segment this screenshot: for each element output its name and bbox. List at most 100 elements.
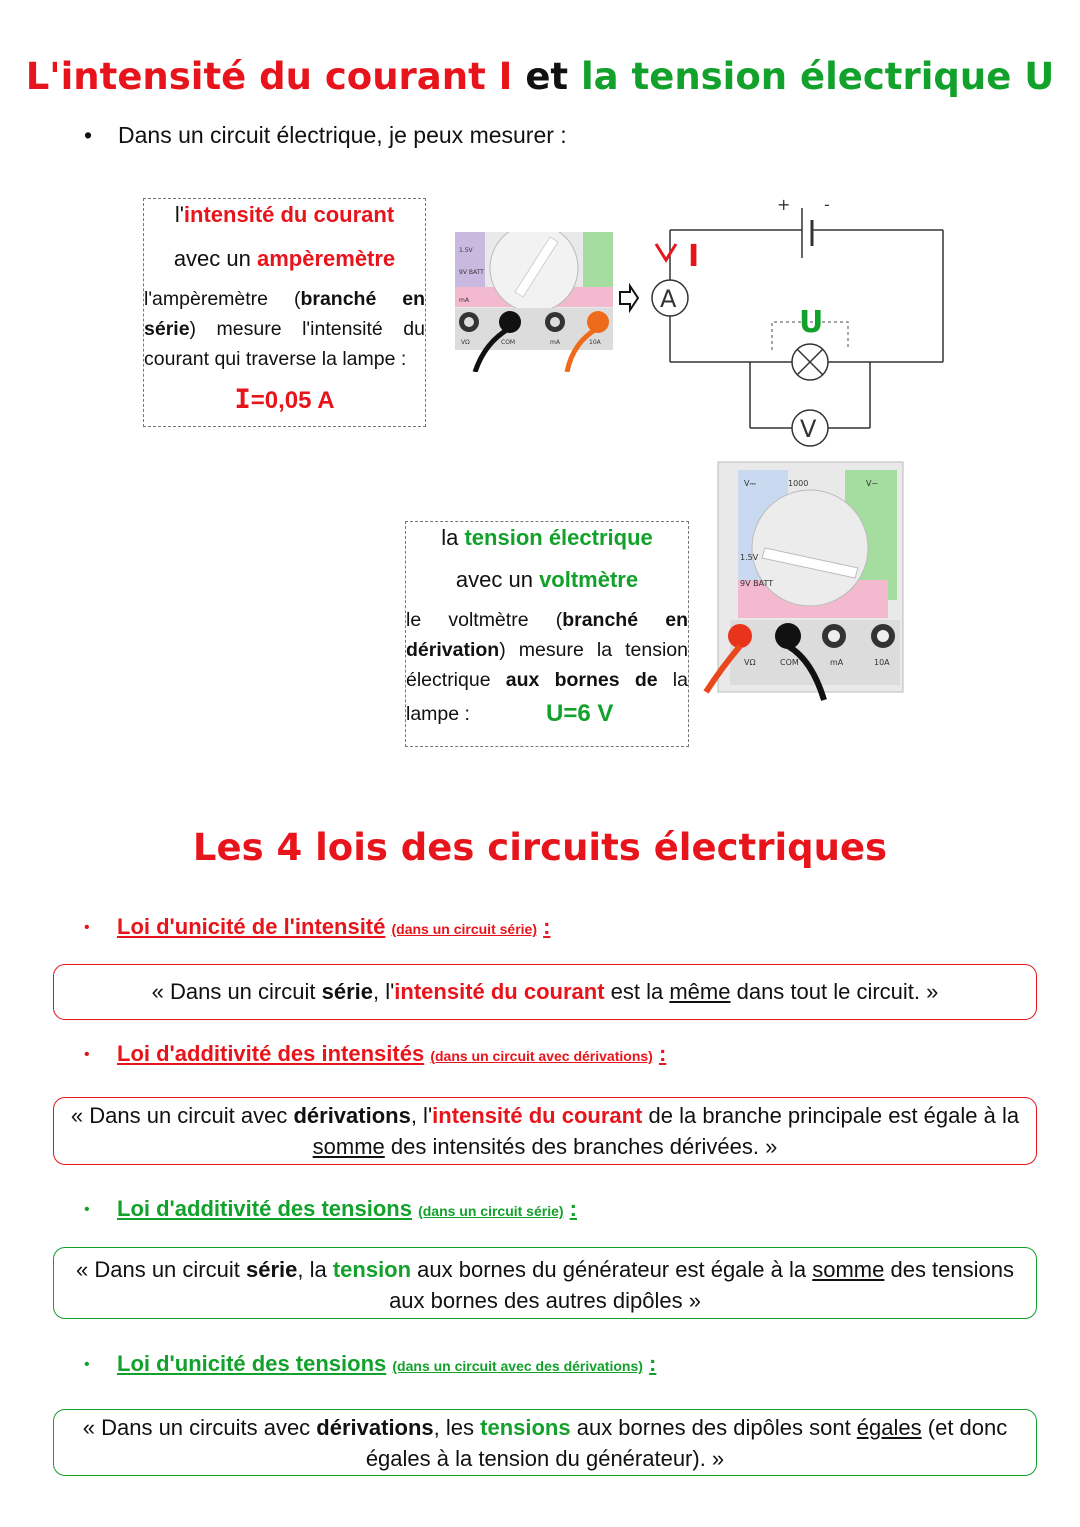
l3-d: tension bbox=[332, 1257, 412, 1282]
bullet: • bbox=[84, 122, 93, 148]
volt-p1: le voltmètre ( bbox=[406, 609, 563, 631]
bullet: • bbox=[84, 1046, 90, 1064]
law-2-note: (dans un circuit avec dérivations) bbox=[430, 1048, 653, 1064]
l3-f: somme bbox=[812, 1257, 885, 1282]
ammeter-symbol: A bbox=[660, 285, 677, 313]
l3-e: aux bornes du générateur est égale à la bbox=[411, 1257, 813, 1282]
l1-a: « Dans un circuit bbox=[151, 979, 322, 1004]
l3-b: série bbox=[245, 1257, 298, 1282]
meter1-label-c: mA bbox=[459, 297, 470, 304]
law-2-statement: « Dans un circuit avec dérivations, l'in… bbox=[53, 1097, 1037, 1165]
l2-f: somme bbox=[312, 1134, 385, 1159]
bullet: • bbox=[84, 1356, 90, 1374]
l4-g: (et donc égales à la tension du générate… bbox=[365, 1415, 1008, 1471]
amp-line2-b: ampèremètre bbox=[256, 246, 396, 271]
meter2-label-15v: 1.5V bbox=[740, 553, 759, 562]
battery-minus: - bbox=[824, 195, 830, 214]
l3-c: , la bbox=[297, 1257, 333, 1282]
law-1-heading: • Loi d'unicité de l'intensité (dans un c… bbox=[84, 914, 550, 940]
intro-line: •Dans un circuit électrique, je peux mes… bbox=[84, 122, 567, 149]
amp-desc-3: courant qui traverse la lampe : bbox=[144, 348, 407, 370]
l2-b: dérivations bbox=[293, 1103, 411, 1128]
law-3-heading: •Loi d'additivité des tensions (dans un … bbox=[84, 1196, 577, 1222]
amp-desc-1: l'ampèremètre (branché en bbox=[144, 284, 425, 314]
title-part-voltage: la tension électrique U bbox=[581, 55, 1055, 98]
law-2-heading: •Loi d'additivité des intensités (dans u… bbox=[84, 1041, 666, 1067]
meter1-label-g: 10A bbox=[589, 339, 602, 346]
ammeter-multimeter-image: 1.5V 9V BATT mA VΩ COM mA 10A bbox=[455, 232, 613, 372]
meter2-label-com: COM bbox=[780, 658, 799, 667]
law-2-colon: : bbox=[658, 1041, 667, 1066]
amp-line2-a: avec un bbox=[173, 246, 257, 271]
meter2-label-vdc: V⎓ bbox=[744, 479, 756, 488]
amp-value: I=0,05 A bbox=[144, 384, 425, 415]
meter1-label-a: 1.5V bbox=[459, 247, 474, 254]
amp-line1: l'intensité du courant bbox=[144, 202, 425, 228]
l4-c: , les bbox=[433, 1415, 481, 1440]
volt-p3-b: aux bornes de bbox=[505, 669, 658, 691]
l2-a: « Dans un circuit avec bbox=[70, 1103, 294, 1128]
l4-a: « Dans un circuits avec bbox=[82, 1415, 317, 1440]
law-1-title: Loi d'unicité de l'intensité bbox=[117, 914, 386, 939]
meter1-label-f: mA bbox=[550, 339, 561, 346]
l4-d: tensions bbox=[480, 1415, 571, 1440]
l2-d: intensité du courant bbox=[432, 1103, 643, 1128]
amp-value-text: =0,05 A bbox=[250, 387, 335, 414]
law-4-note: (dans un circuit avec des dérivations) bbox=[392, 1358, 643, 1374]
volt-line2: avec un voltmètre bbox=[406, 567, 688, 593]
amp-value-symbol: I bbox=[234, 384, 251, 415]
l1-b: série bbox=[321, 979, 373, 1004]
l3-g: des tensions aux bornes des autres dipôl… bbox=[389, 1257, 1014, 1313]
l1-c: , l' bbox=[372, 979, 395, 1004]
amp-line1-a: l' bbox=[174, 202, 184, 227]
l4-f: égales bbox=[856, 1415, 922, 1440]
law-3-colon: : bbox=[569, 1196, 577, 1221]
law-4-heading: • Loi d'unicité des tensions (dans un cir… bbox=[84, 1351, 656, 1377]
law-1-statement: « Dans un circuit série, l'intensité du … bbox=[53, 964, 1037, 1020]
l3-a: « Dans un circuit bbox=[76, 1257, 246, 1282]
l4-b: dérivations bbox=[316, 1415, 434, 1440]
l1-d: intensité du courant bbox=[394, 979, 605, 1004]
l2-e: de la branche principale est égale à la bbox=[642, 1103, 1020, 1128]
law-1-note: (dans un circuit série) bbox=[391, 921, 537, 937]
volt-value-line: lampe : U=6 V bbox=[406, 695, 688, 733]
meter1-label-d: VΩ bbox=[461, 339, 470, 346]
law-3-title: Loi d'additivité des tensions bbox=[117, 1196, 412, 1221]
volt-p2: ) mesure la tension bbox=[499, 639, 688, 661]
title-part-and: et bbox=[525, 55, 569, 98]
volt-line1: la tension électrique bbox=[406, 525, 688, 551]
volt-desc-2: dérivation) mesure la tension bbox=[406, 635, 688, 665]
law-4-statement: « Dans un circuits avec dérivations, les… bbox=[53, 1409, 1037, 1476]
meter1-label-e: COM bbox=[501, 339, 515, 346]
laws-title: Les 4 lois des circuits électriques bbox=[192, 826, 888, 869]
law-1-colon: : bbox=[543, 914, 551, 939]
voltmeter-box: la tension électrique avec un voltmètre … bbox=[405, 521, 689, 747]
law-4-colon: : bbox=[649, 1351, 657, 1376]
amp-p2: ) mesure l'intensité du bbox=[189, 318, 425, 340]
page-title: L'intensité du courant I et la tension é… bbox=[0, 55, 1080, 98]
volt-p2-b: dérivation bbox=[406, 639, 500, 661]
volt-p1-b: branché en bbox=[562, 609, 688, 631]
title-part-intensity: L'intensité du courant I bbox=[25, 55, 513, 98]
ammeter-box: l'intensité du courant avec un ampèremèt… bbox=[143, 198, 426, 427]
l2-c: , l' bbox=[410, 1103, 433, 1128]
voltmeter-symbol: V bbox=[800, 415, 817, 443]
volt-line1-a: la bbox=[441, 525, 465, 550]
volt-p3-a: électrique bbox=[406, 669, 506, 691]
amp-p1: l'ampèremètre ( bbox=[144, 288, 301, 310]
bullet: • bbox=[84, 1201, 90, 1219]
volt-line1-b: tension électrique bbox=[464, 525, 653, 550]
voltmeter-multimeter-image: V⎓ 1000 V~ 1.5V 9V BATT VΩ COM mA 10A bbox=[703, 461, 904, 701]
volt-p4: lampe : bbox=[406, 703, 470, 725]
bullet: • bbox=[84, 919, 90, 937]
volt-line2-a: avec un bbox=[455, 567, 540, 592]
amp-desc-2: série) mesure l'intensité du bbox=[144, 314, 425, 344]
meter2-label-ma: mA bbox=[830, 658, 844, 667]
l4-e: aux bornes des dipôles sont bbox=[570, 1415, 857, 1440]
law-4-title: Loi d'unicité des tensions bbox=[117, 1351, 387, 1376]
meter1-label-b: 9V BATT bbox=[459, 269, 484, 276]
volt-line2-b: voltmètre bbox=[539, 567, 639, 592]
meter2-label-10a: 10A bbox=[874, 658, 890, 667]
volt-p3-c: la bbox=[657, 669, 688, 691]
amp-p2-b: série bbox=[144, 318, 190, 340]
